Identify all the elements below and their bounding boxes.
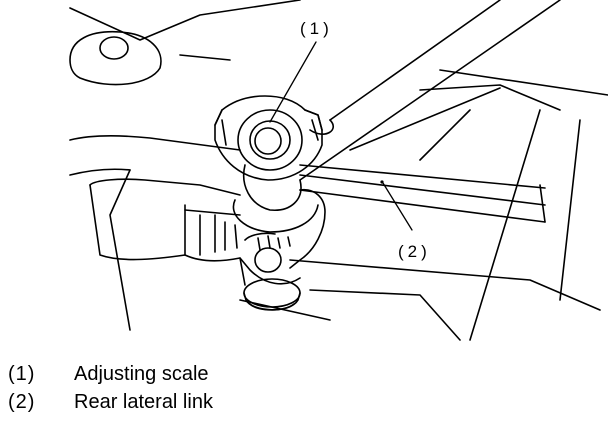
legend-text: Rear lateral link bbox=[74, 391, 213, 413]
body-outline bbox=[69, 69, 608, 341]
legend-number: (2) bbox=[8, 391, 36, 413]
leader-line-2 bbox=[380, 180, 413, 231]
link-bushing bbox=[232, 164, 326, 269]
knuckle-arm bbox=[89, 178, 301, 286]
lower-nut bbox=[243, 247, 301, 311]
legend: (1) Adjusting scale (2) Rear lateral lin… bbox=[8, 363, 598, 419]
legend-row-rear-lateral-link: (2) Rear lateral link bbox=[8, 391, 598, 419]
adjusting-bolt-head bbox=[237, 109, 303, 171]
callout-2: (2) bbox=[398, 242, 431, 261]
leader-line-1 bbox=[269, 41, 317, 123]
legend-text: Adjusting scale bbox=[74, 363, 209, 385]
callout-1: (1) bbox=[300, 19, 333, 38]
rear-suspension-diagram: (1) (2) bbox=[69, 0, 608, 341]
bracket-hole bbox=[99, 36, 129, 60]
legend-number: (1) bbox=[8, 363, 36, 385]
legend-row-adjusting-scale: (1) Adjusting scale bbox=[8, 363, 598, 391]
adjusting-scale bbox=[214, 95, 323, 181]
rear-lateral-link bbox=[299, 164, 546, 223]
upper-bracket bbox=[69, 0, 301, 86]
